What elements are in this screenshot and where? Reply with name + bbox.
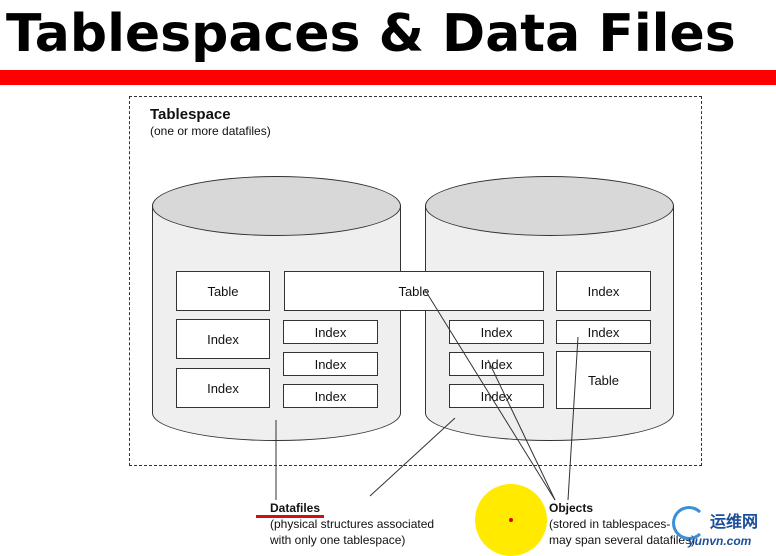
tablespace-heading: Tablespace: [150, 106, 231, 123]
left-index-box: Index: [176, 368, 270, 408]
datafiles-description-line1: (physical structures associated: [270, 517, 435, 531]
watermark-logo-icon: [672, 506, 706, 540]
left-index-box: Index: [283, 320, 378, 344]
right-table-box: Table: [556, 351, 651, 409]
right-index-box: Index: [449, 352, 544, 376]
right-index-box: Index: [449, 320, 544, 344]
objects-description-line1: (stored in tablespaces-: [549, 517, 671, 531]
datafiles-underline: [256, 515, 324, 518]
datafiles-label: Datafiles: [270, 501, 321, 515]
title-bar: [0, 70, 776, 85]
right-index-box: Index: [556, 271, 651, 311]
pointer-center: [509, 518, 513, 522]
left-cylinder-top: [152, 176, 401, 236]
left-index-box: Index: [283, 352, 378, 376]
tablespace-subheading: (one or more datafiles): [150, 124, 271, 138]
left-table-box: Table: [176, 271, 270, 311]
watermark-domain: yunvn.com: [688, 534, 752, 548]
right-index-box: Index: [556, 320, 651, 344]
right-index-box: Index: [449, 384, 544, 408]
datafiles-description-line2: with only one tablespace): [270, 533, 406, 547]
objects-label: Objects: [549, 501, 594, 515]
left-index-box: Index: [283, 384, 378, 408]
right-cylinder-top: [425, 176, 674, 236]
watermark-text: 运维网: [710, 514, 759, 531]
spanning-table-box: Table: [284, 271, 544, 311]
left-index-box: Index: [176, 319, 270, 359]
slide-title: Tablespaces & Data Files: [6, 4, 736, 64]
objects-description-line2: may span several datafiles): [549, 533, 696, 547]
